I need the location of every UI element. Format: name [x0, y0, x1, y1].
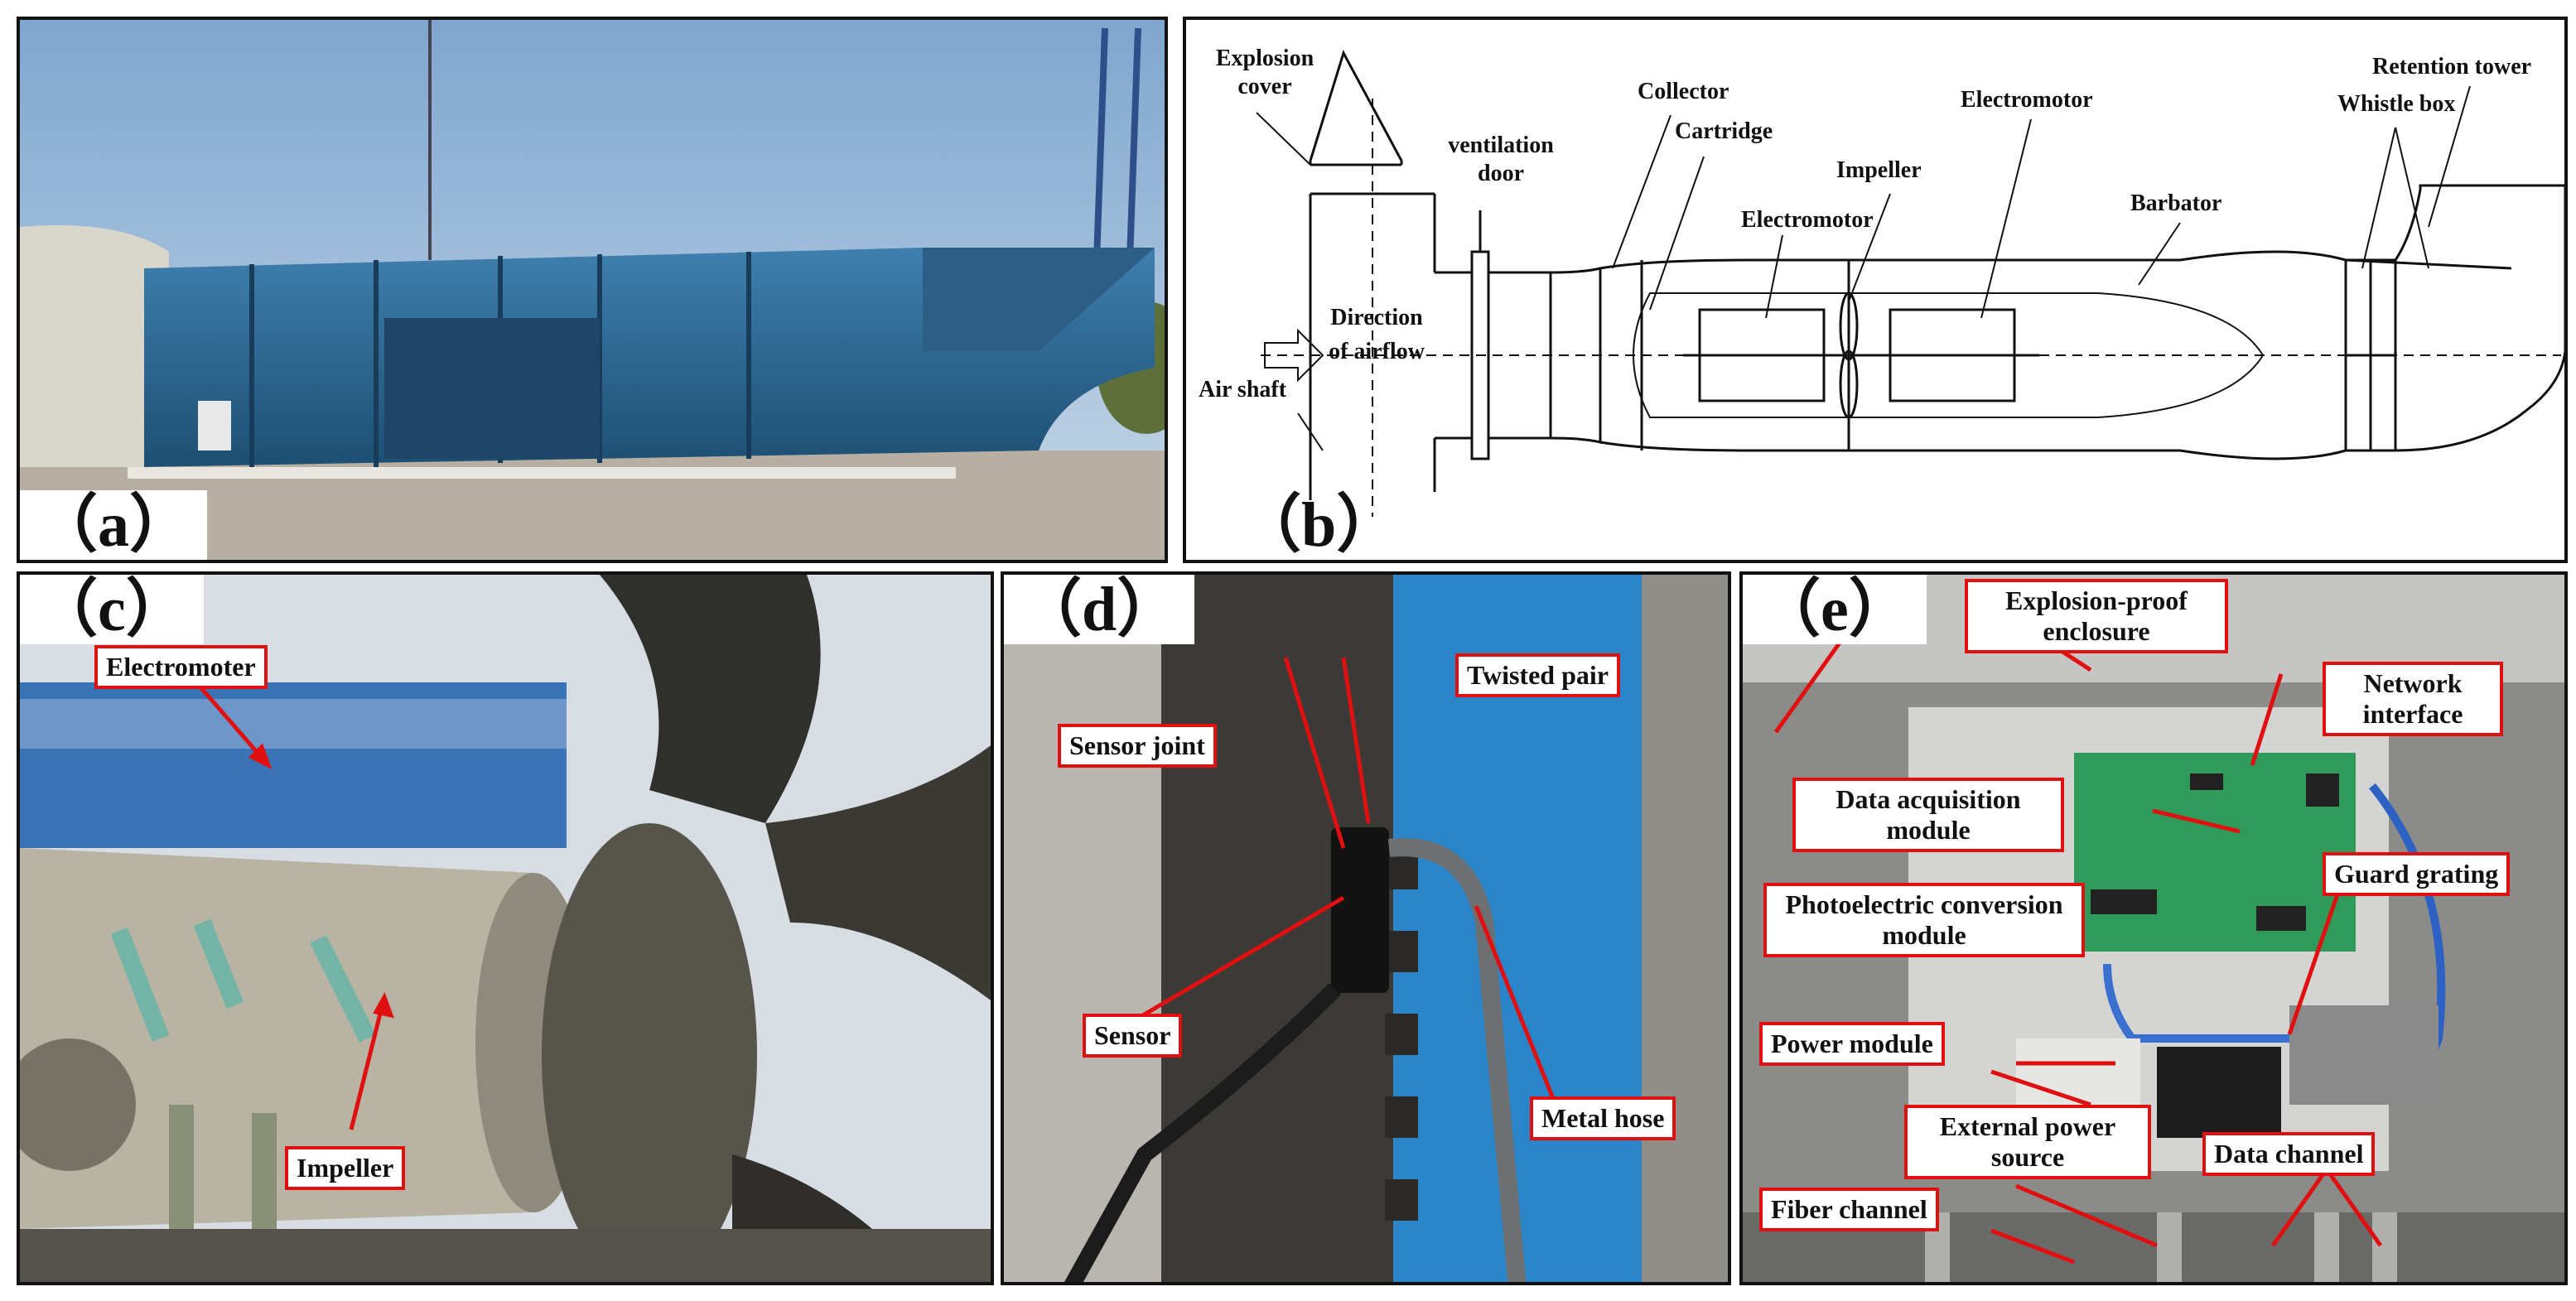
callout-electromoter: Electromoter [94, 645, 268, 689]
label-ventilation-door: ventilation door [1448, 133, 1554, 186]
impeller-blade-top [1839, 292, 1859, 361]
impeller-blade-bottom [1839, 349, 1859, 419]
retention-tower-bottom [2395, 186, 2564, 452]
callout-fiber-channel: Fiber channel [1759, 1188, 1939, 1231]
label-direction-of-airflow: Direction of airflow [1329, 305, 1425, 364]
panel-label-a: （a） [20, 490, 207, 560]
label-electromotor-2: Electromotor [1961, 87, 2093, 113]
label-whistle-box: Whistle box [2337, 91, 2456, 117]
callout-guard-grating: Guard grating [2323, 852, 2511, 896]
panel-label-b: （b） [1238, 490, 1400, 560]
label-explosion-cover: Explosion cover [1215, 46, 1315, 99]
panel-label-e: （e） [1743, 575, 1927, 644]
panel-c-photo: （c） Electromoter Impeller [17, 571, 994, 1285]
motor-impeller-photo [20, 575, 991, 1282]
label-barbator: Barbator [2130, 190, 2222, 216]
retention-tower-top [2394, 184, 2564, 261]
callout-sensor-joint: Sensor joint [1058, 724, 1217, 768]
label-cartridge: Cartridge [1675, 118, 1773, 144]
label-impeller: Impeller [1836, 157, 1922, 183]
callout-power-module: Power module [1759, 1022, 1945, 1066]
panel-a-photo: （a） [17, 17, 1168, 563]
label-retention-tower: Retention tower [2372, 54, 2532, 80]
callout-photoelectric-conversion-module: Photoelectric conversion module [1763, 883, 2085, 957]
callout-data-acquisition-module: Data acquisition module [1792, 778, 2064, 852]
callout-impeller-c: Impeller [285, 1146, 406, 1190]
callout-twisted-pair: Twisted pair [1455, 653, 1620, 697]
callout-data-channel: Data channel [2202, 1132, 2376, 1176]
label-collector: Collector [1638, 79, 1729, 104]
callout-explosion-proof-enclosure: Explosion-proof enclosure [1965, 579, 2228, 653]
explosion-cover-shape [1309, 50, 1403, 165]
callout-sensor: Sensor [1083, 1014, 1183, 1058]
callout-external-power-source: External power source [1904, 1105, 2151, 1179]
fan-station-photo [20, 20, 1165, 560]
panel-d-photo: （d） Twisted pair Sensor joint Sensor Met… [1001, 571, 1731, 1285]
panel-e-photo: （e） Explosion-proof enclosure Network in… [1739, 571, 2568, 1285]
duct-lower [1599, 441, 2347, 460]
panel-d-arrows [1102, 657, 1561, 1114]
callout-metal-hose: Metal hose [1530, 1096, 1676, 1140]
panel-b-diagram: Explosion cover ventilation door Collect… [1183, 17, 2568, 563]
panel-label-d: （d） [1004, 575, 1195, 644]
label-air-shaft: Air shaft [1199, 377, 1287, 402]
panel-label-c: （c） [20, 575, 204, 644]
callout-network-interface: Network interface [2323, 662, 2503, 736]
ventilator-schematic [1256, 50, 2564, 517]
label-electromotor-1: Electromotor [1741, 207, 1874, 233]
